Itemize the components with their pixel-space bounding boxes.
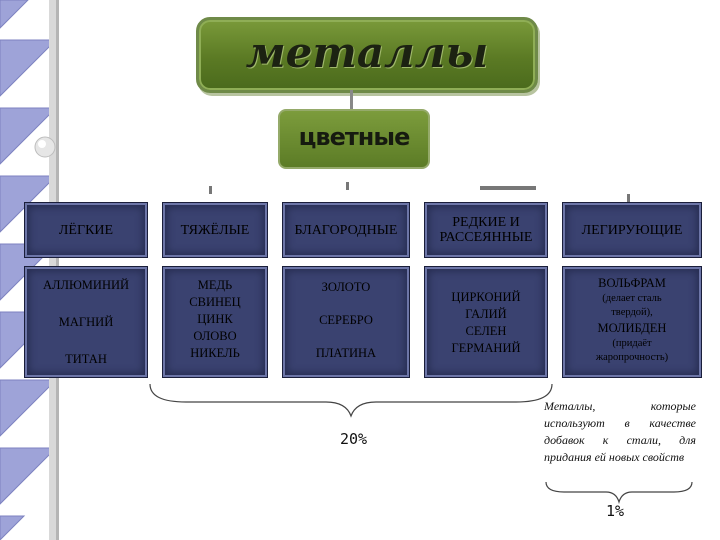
item-light-3: ТИТАН [25, 351, 147, 368]
header-noble-label: БЛАГОРОДНЫЕ [295, 223, 398, 238]
item-alloy-1: ВОЛЬФРАМ [563, 275, 701, 292]
items-rare: ЦИРКОНИЙ ГАЛИЙ СЕЛЕН ГЕРМАНИЙ [424, 266, 548, 378]
items-heavy: МЕДЬ СВИНЕЦ ЦИНК ОЛОВО НИКЕЛЬ [162, 266, 268, 378]
item-noble-2: СЕРЕБРО [283, 312, 409, 329]
stub-1 [209, 186, 212, 194]
item-noble-3: ПЛАТИНА [283, 345, 409, 362]
item-rare-1: ЦИРКОНИЙ [425, 289, 547, 306]
header-alloy-label: ЛЕГИРУЮЩИЕ [582, 223, 683, 238]
note-text: Металлы, которые используют в качестве д… [544, 398, 696, 466]
share-left-label: 20% [340, 430, 367, 448]
item-heavy-2: СВИНЕЦ [163, 294, 267, 311]
subtitle-label: цветные [278, 118, 430, 156]
item-rare-2: ГАЛИЙ [425, 306, 547, 323]
stub-2 [346, 182, 349, 190]
item-heavy-1: МЕДЬ [163, 277, 267, 294]
items-noble: ЗОЛОТО СЕРЕБРО ПЛАТИНА [282, 266, 410, 378]
item-rare-4: ГЕРМАНИЙ [425, 340, 547, 357]
item-light-2: МАГНИЙ [25, 314, 147, 331]
items-light: АЛЛЮМИНИЙ МАГНИЙ ТИТАН [24, 266, 148, 378]
item-light-1: АЛЛЮМИНИЙ [25, 277, 147, 294]
brace-right [544, 480, 694, 504]
header-alloy: ЛЕГИРУЮЩИЕ [562, 202, 702, 258]
item-alloy-4: (придаёт жаропрочность) [563, 337, 701, 365]
item-alloy-2: (делает сталь твердой), [563, 292, 701, 320]
brace-left [146, 380, 556, 420]
stub-4 [627, 194, 630, 202]
header-light-label: ЛЁГКИЕ [59, 223, 113, 238]
header-rare-label: РЕДКИЕ И РАССЕЯННЫЕ [429, 215, 543, 245]
header-heavy: ТЯЖЁЛЫЕ [162, 202, 268, 258]
items-alloy: ВОЛЬФРАМ (делает сталь твердой), МОЛИБДЕ… [562, 266, 702, 378]
header-rare: РЕДКИЕ И РАССЕЯННЫЕ [424, 202, 548, 258]
item-heavy-5: НИКЕЛЬ [163, 345, 267, 362]
title-label: металлы [196, 26, 538, 80]
header-heavy-label: ТЯЖЁЛЫЕ [181, 223, 250, 238]
share-right-label: 1% [606, 502, 624, 520]
item-heavy-4: ОЛОВО [163, 328, 267, 345]
stub-3 [480, 186, 536, 190]
title-connector [350, 90, 353, 110]
item-rare-3: СЕЛЕН [425, 323, 547, 340]
item-alloy-3: МОЛИБДЕН [563, 320, 701, 337]
header-light: ЛЁГКИЕ [24, 202, 148, 258]
item-heavy-3: ЦИНК [163, 311, 267, 328]
header-noble: БЛАГОРОДНЫЕ [282, 202, 410, 258]
item-noble-1: ЗОЛОТО [283, 279, 409, 296]
